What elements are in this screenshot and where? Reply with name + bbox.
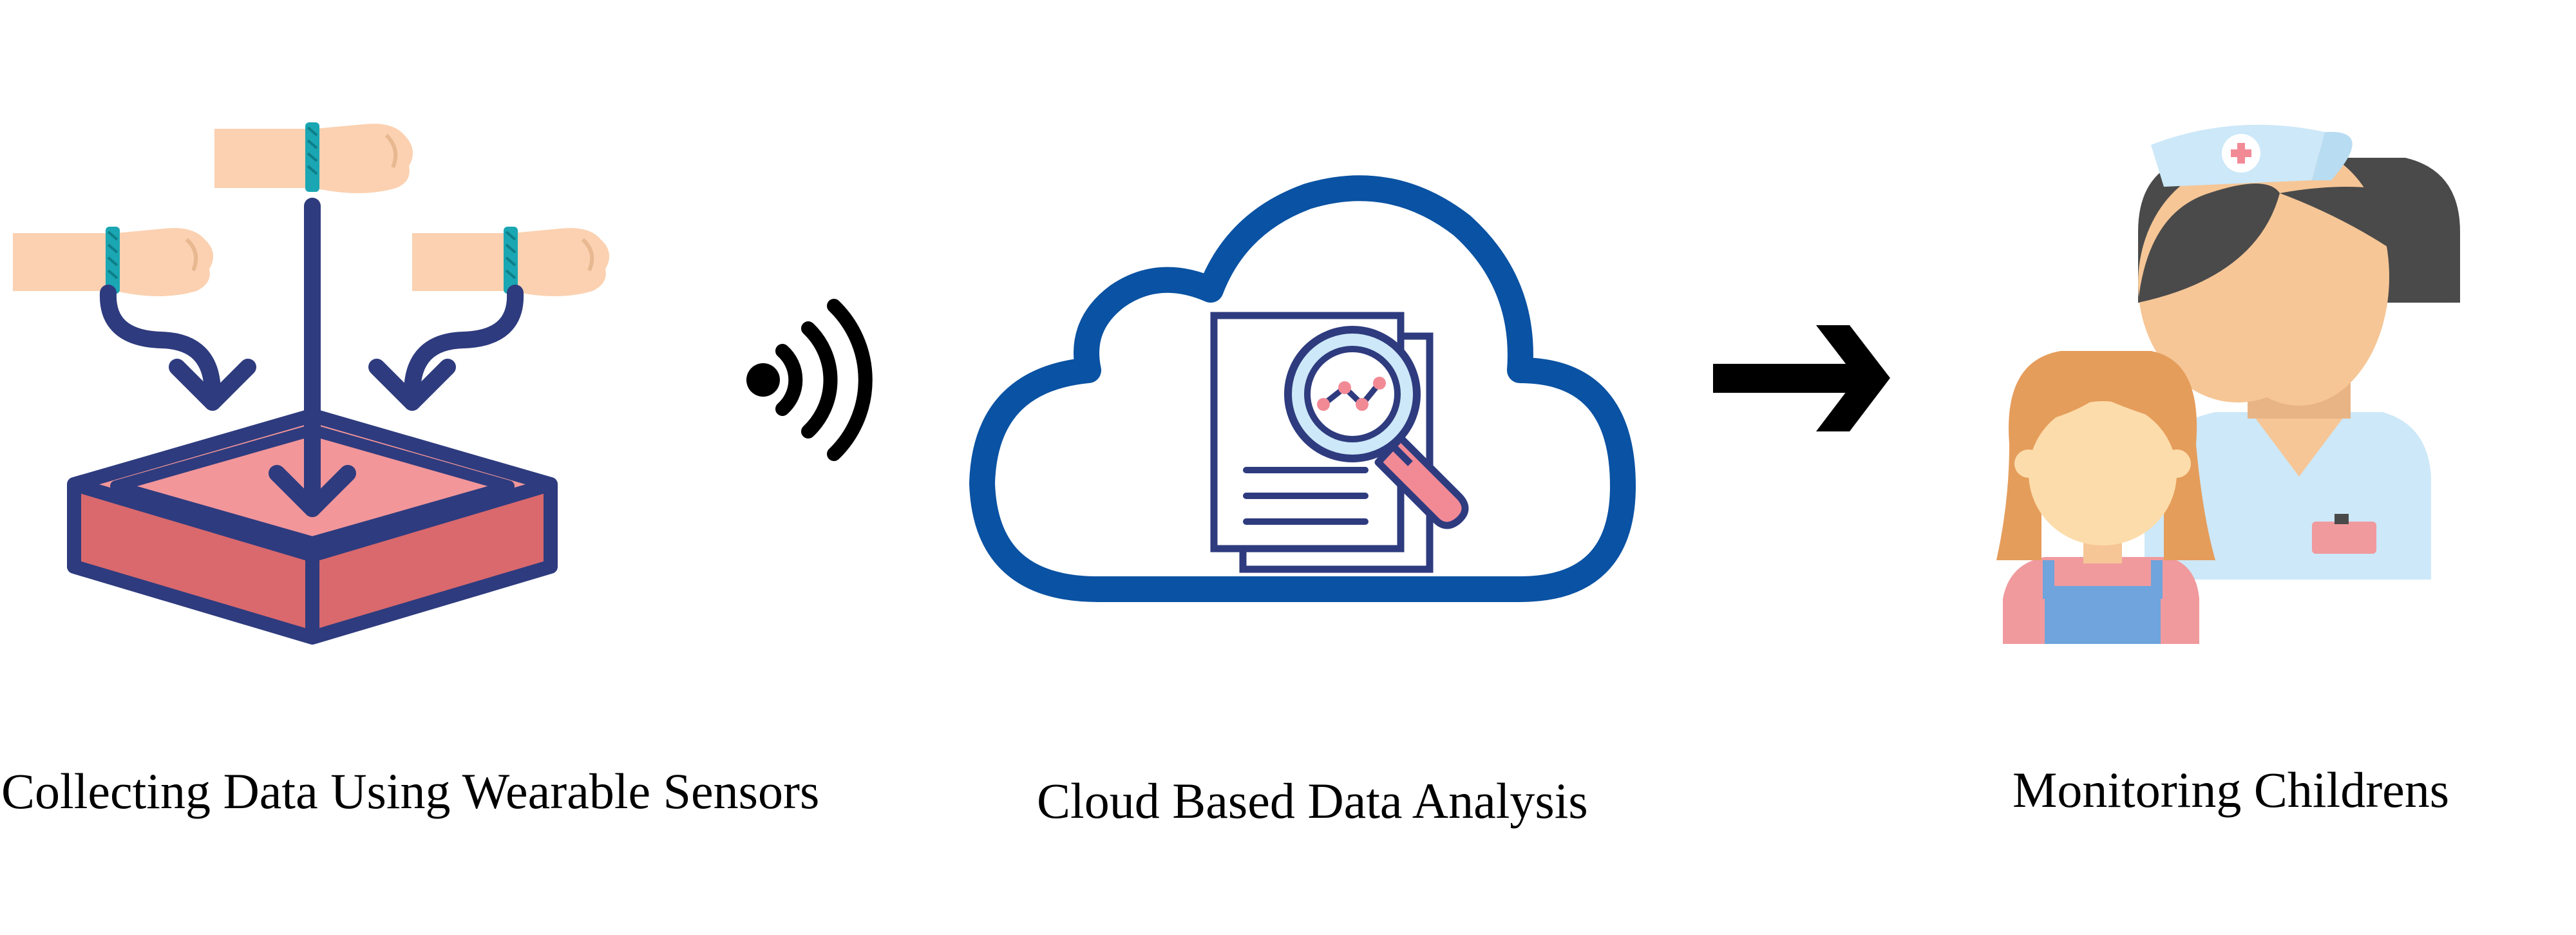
right-hand-icon	[412, 227, 610, 296]
left-hand-icon	[13, 227, 214, 296]
data-box-icon	[67, 408, 558, 645]
step-caption-monitoring: Monitoring Childrens	[2012, 762, 2450, 818]
magnifier-icon	[1284, 326, 1469, 529]
wearable-sensors-icon	[13, 122, 610, 645]
top-hand-icon	[214, 122, 413, 193]
arrow-right-icon	[1713, 325, 1890, 431]
nurse-icon	[2138, 124, 2460, 580]
step-caption-collecting: Collecting Data Using Wearable Sensors	[1, 763, 820, 819]
sensor-arrows	[99, 198, 524, 517]
child-icon	[1996, 351, 2215, 644]
cloud-analysis-icon	[969, 175, 1636, 602]
nurse-child-icon	[1996, 124, 2460, 644]
step-caption-cloud: Cloud Based Data Analysis	[1037, 773, 1588, 829]
wireless-signal-icon	[746, 299, 873, 461]
